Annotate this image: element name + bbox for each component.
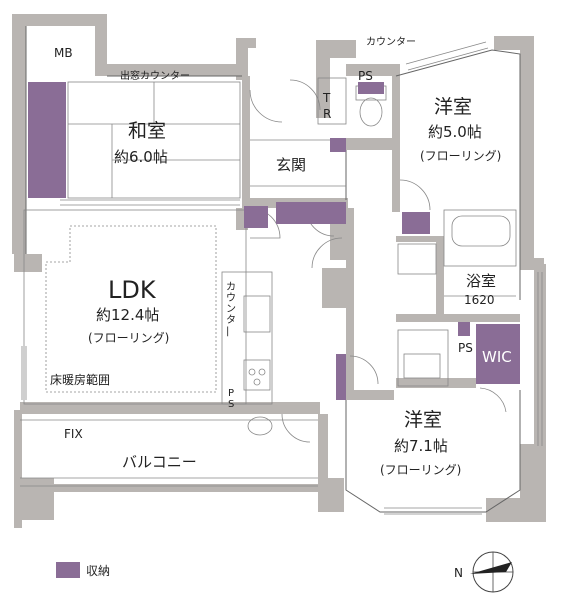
tr-label-t: T <box>322 91 331 105</box>
walls <box>12 14 546 528</box>
counter-top-label: カウンター <box>366 36 416 48</box>
ldk-size: 約12.4帖 <box>96 306 159 324</box>
yoshitsu2-floor: (フローリング) <box>380 463 461 477</box>
labels: MB 出窓カウンター カウンター PS T R 和室 約6.0帖 玄関 洋室 約… <box>50 36 512 477</box>
ps-kitchen-label-s: S <box>228 399 234 410</box>
ps-wic-label: PS <box>458 341 473 355</box>
compass: N <box>454 551 514 593</box>
legend-storage-label: 収納 <box>86 564 110 578</box>
compass-north-label: N <box>454 566 463 580</box>
yokushitsu-name: 浴室 <box>466 272 496 290</box>
yoshitsu2-name: 洋室 <box>404 409 442 431</box>
yukadanbo-label: 床暖房範囲 <box>50 372 110 387</box>
storage-swatch <box>56 562 80 578</box>
mb-label: MB <box>54 46 73 60</box>
yoshitsu1-floor: (フローリング) <box>420 149 501 163</box>
ps-top-label: PS <box>358 69 373 83</box>
ldk-name: LDK <box>108 276 157 304</box>
fix-label: FIX <box>64 427 83 441</box>
yoshitsu2-size: 約7.1帖 <box>394 437 448 455</box>
tr-label-r: R <box>323 107 331 121</box>
legend: 収納 <box>56 562 110 578</box>
ps-kitchen-label-p: P <box>228 388 234 399</box>
genkan-label: 玄関 <box>276 156 306 174</box>
washitsu-name: 和室 <box>128 120 166 142</box>
compass-needle-icon <box>470 562 512 574</box>
room-lines <box>20 26 543 515</box>
yokushitsu-size: 1620 <box>464 293 495 307</box>
demado-counter-label: 出窓カウンター <box>120 69 190 82</box>
balcony-label: バルコニー <box>122 453 197 471</box>
storage-areas <box>28 82 520 400</box>
ldk-floor: (フローリング) <box>88 331 169 345</box>
yoshitsu1-size: 約5.0帖 <box>428 123 482 141</box>
wic-label: WIC <box>482 348 512 366</box>
washitsu-size: 約6.0帖 <box>114 148 168 166</box>
kitchen-counter-label: カウンタ| <box>226 281 236 337</box>
yoshitsu1-name: 洋室 <box>434 96 472 118</box>
